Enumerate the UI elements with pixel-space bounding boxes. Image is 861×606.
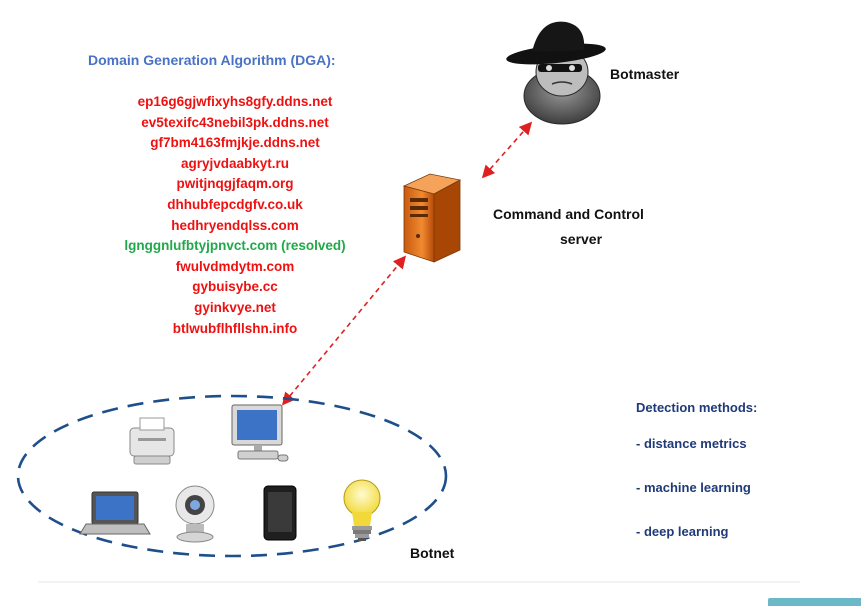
- smartphone-icon: [263, 485, 297, 541]
- light-bulb-icon: [343, 479, 381, 541]
- desktop-computer-icon: [231, 404, 289, 462]
- dga-domain: pwitjnqgjfaqm.org: [176, 176, 294, 192]
- botmaster-icon: [506, 21, 606, 125]
- dga-domain: dhhubfepcdgfv.co.uk: [167, 196, 303, 212]
- dga-domain: hedhryendqlss.com: [171, 217, 299, 233]
- arrow-c2-to-botmaster: [481, 121, 533, 179]
- dga-domain: gf7bm4163fmjkje.ddns.net: [150, 135, 320, 151]
- dga-domain: gyinkvye.net: [194, 299, 276, 315]
- webcam-icon: [175, 485, 215, 543]
- detection-method-item: - distance metrics: [636, 436, 747, 451]
- detection-method-item: - machine learning: [636, 480, 751, 495]
- detection-title: Detection methods:: [636, 400, 758, 415]
- dga-domain-resolved: lgnggnlufbtyjpnvct.com (resolved): [124, 238, 346, 254]
- c2-label-line1: Command and Control: [493, 206, 644, 222]
- dga-domain: btlwubflhfllshn.info: [172, 320, 298, 336]
- dga-domain: gybuisybe.cc: [192, 279, 278, 295]
- dga-domain: ep16g6gjwfixyhs8gfy.ddns.net: [137, 94, 333, 109]
- botmaster-label: Botmaster: [610, 66, 680, 82]
- printer-icon: [129, 417, 175, 465]
- dga-domain-list: ep16g6gjwfixyhs8gfy.ddns.net ev5texifc43n…: [60, 92, 410, 339]
- arrow-botnet-to-c2: [281, 255, 407, 406]
- detection-method-item: - deep learning: [636, 524, 729, 539]
- corner-bar: [768, 598, 861, 606]
- dga-domain: fwulvdmdytm.com: [175, 258, 295, 274]
- server-icon: [402, 173, 462, 263]
- dga-title: Domain Generation Algorithm (DGA):: [88, 52, 336, 68]
- detection-methods-list: - distance metrics - machine learning - …: [636, 436, 751, 568]
- dga-domain: ev5texifc43nebil3pk.ddns.net: [141, 114, 329, 130]
- laptop-icon: [79, 491, 151, 535]
- c2-label-line2: server: [560, 231, 603, 247]
- botnet-label: Botnet: [410, 545, 455, 561]
- dga-domain: agryjvdaabkyt.ru: [180, 155, 290, 171]
- botnet-boundary: [16, 394, 448, 558]
